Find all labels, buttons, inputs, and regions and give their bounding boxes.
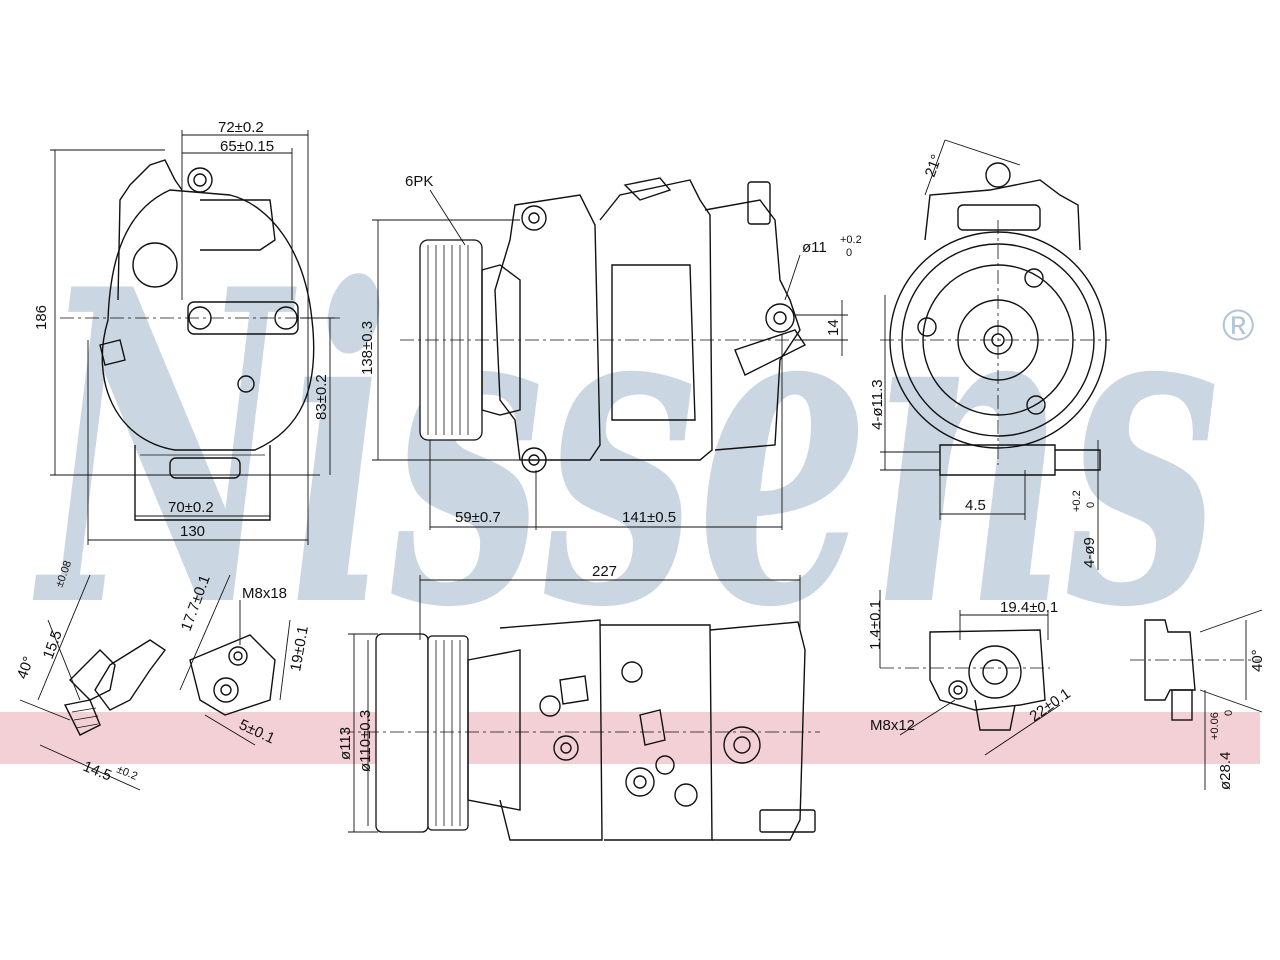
dim-mount-width: 70±0.2 xyxy=(168,499,214,516)
bottom-view: 227 ø113 ø110±0.3 xyxy=(337,563,820,841)
dim-top-outer: 72±0.2 xyxy=(218,119,264,136)
end-view: 21° 4-ø11.3 4.5 4-ø9 +0.2 0 xyxy=(869,139,1110,570)
dim-pulley-inner: ø110±0.3 xyxy=(357,710,374,772)
dim-pulley-to-mount: 59±0.7 xyxy=(455,509,501,526)
registered-mark: ® xyxy=(1222,301,1254,350)
dim-offset: 14 xyxy=(825,319,842,336)
dim-body-length: 141±0.5 xyxy=(622,509,676,526)
thread-right: M8x12 xyxy=(870,717,915,734)
dim-mount-height: 83±0.2 xyxy=(313,374,330,420)
dim-port-tol-lower: 0 xyxy=(1223,710,1235,716)
dim-left-angle: 40° xyxy=(14,654,38,681)
watermark-band xyxy=(0,712,1260,764)
dim-end-offset: 4.5 xyxy=(965,497,986,514)
front-view: 72±0.2 65±0.15 186 83±0.2 70±0.2 130 xyxy=(33,119,340,545)
dim-total-length: 227 xyxy=(592,563,617,580)
dim-top-inner: 65±0.15 xyxy=(220,138,274,155)
dim-port-diameter: ø28.4 xyxy=(1217,752,1234,790)
dim-pulley-outer: ø113 xyxy=(337,727,354,760)
detail-port: 40° ø28.4 +0.06 0 xyxy=(1130,609,1266,790)
dim-hole-tol-lower: 0 xyxy=(846,247,852,259)
thread-middle: M8x18 xyxy=(242,585,287,602)
dim-port-angle: 40° xyxy=(1249,649,1266,672)
dim-port-tol-upper: +0.06 xyxy=(1209,712,1221,740)
dim-side-height: 138±0.3 xyxy=(359,321,376,375)
dim-bolt-tol-upper: +0.2 xyxy=(1071,490,1083,512)
dim-hole-tol-upper: +0.2 xyxy=(840,234,862,246)
label-pulley: 6PK xyxy=(405,173,433,190)
dim-right-a: 19.4±0.1 xyxy=(1000,599,1058,616)
watermark: Nissens ® xyxy=(0,197,1260,764)
dim-holes: 4-ø11.3 xyxy=(869,379,886,430)
dim-bolt-holes: 4-ø9 xyxy=(1081,537,1098,568)
side-view: 6PK 138±0.3 59±0.7 141±0.5 ø11 +0.2 0 14 xyxy=(359,173,862,530)
dim-total-width: 130 xyxy=(180,523,205,540)
dim-bolt-tol-lower: 0 xyxy=(1085,502,1097,508)
dim-height: 186 xyxy=(33,305,50,330)
dim-right-c: 1.4±0.1 xyxy=(867,600,884,650)
dim-angle: 21° xyxy=(922,152,946,179)
dim-hole: ø11 xyxy=(802,239,827,256)
